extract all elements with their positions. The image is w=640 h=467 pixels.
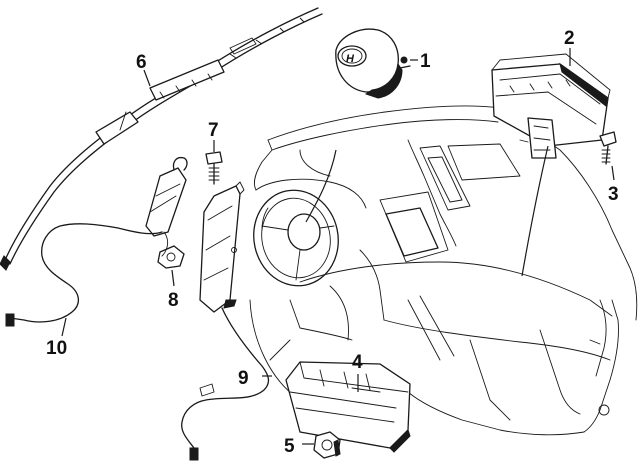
- dashboard-outline: [249, 105, 638, 436]
- side-airbag-module: [181, 181, 270, 461]
- callout-7: 7: [208, 120, 219, 141]
- callout-1: 1: [420, 51, 431, 72]
- callout-8: 8: [168, 290, 179, 311]
- mounting-bolt: [599, 131, 617, 165]
- knee-airbag-module: [285, 361, 411, 453]
- leader-10: [61, 317, 67, 337]
- callout-labels: 1 2 3 4 5 6 7 8 9 10: [46, 28, 619, 457]
- side-bolt: [205, 151, 223, 185]
- hex-nut: [313, 431, 341, 459]
- steering-wheel: [253, 189, 339, 287]
- callout-6: 6: [136, 52, 147, 73]
- passenger-airbag-module: [491, 53, 611, 159]
- callout-5: 5: [284, 436, 295, 457]
- leader-lines: [61, 48, 615, 445]
- driver-airbag-module: H: [335, 28, 411, 99]
- clip-nut: [157, 245, 185, 269]
- leader-2-dash: [521, 145, 549, 277]
- leader-1-wheel: [305, 149, 337, 223]
- curtain-airbag: [0, 7, 323, 271]
- callout-3: 3: [608, 184, 619, 205]
- leader-6: [143, 69, 151, 87]
- callout-10: 10: [46, 338, 67, 359]
- callout-4: 4: [352, 352, 363, 373]
- driver-airbag-logo: H: [346, 53, 355, 65]
- leader-3: [611, 165, 615, 181]
- leader-8: [171, 269, 175, 287]
- seat-belt-airbag-harness: [5, 156, 188, 327]
- callout-2: 2: [564, 28, 575, 49]
- callout-9: 9: [238, 368, 249, 389]
